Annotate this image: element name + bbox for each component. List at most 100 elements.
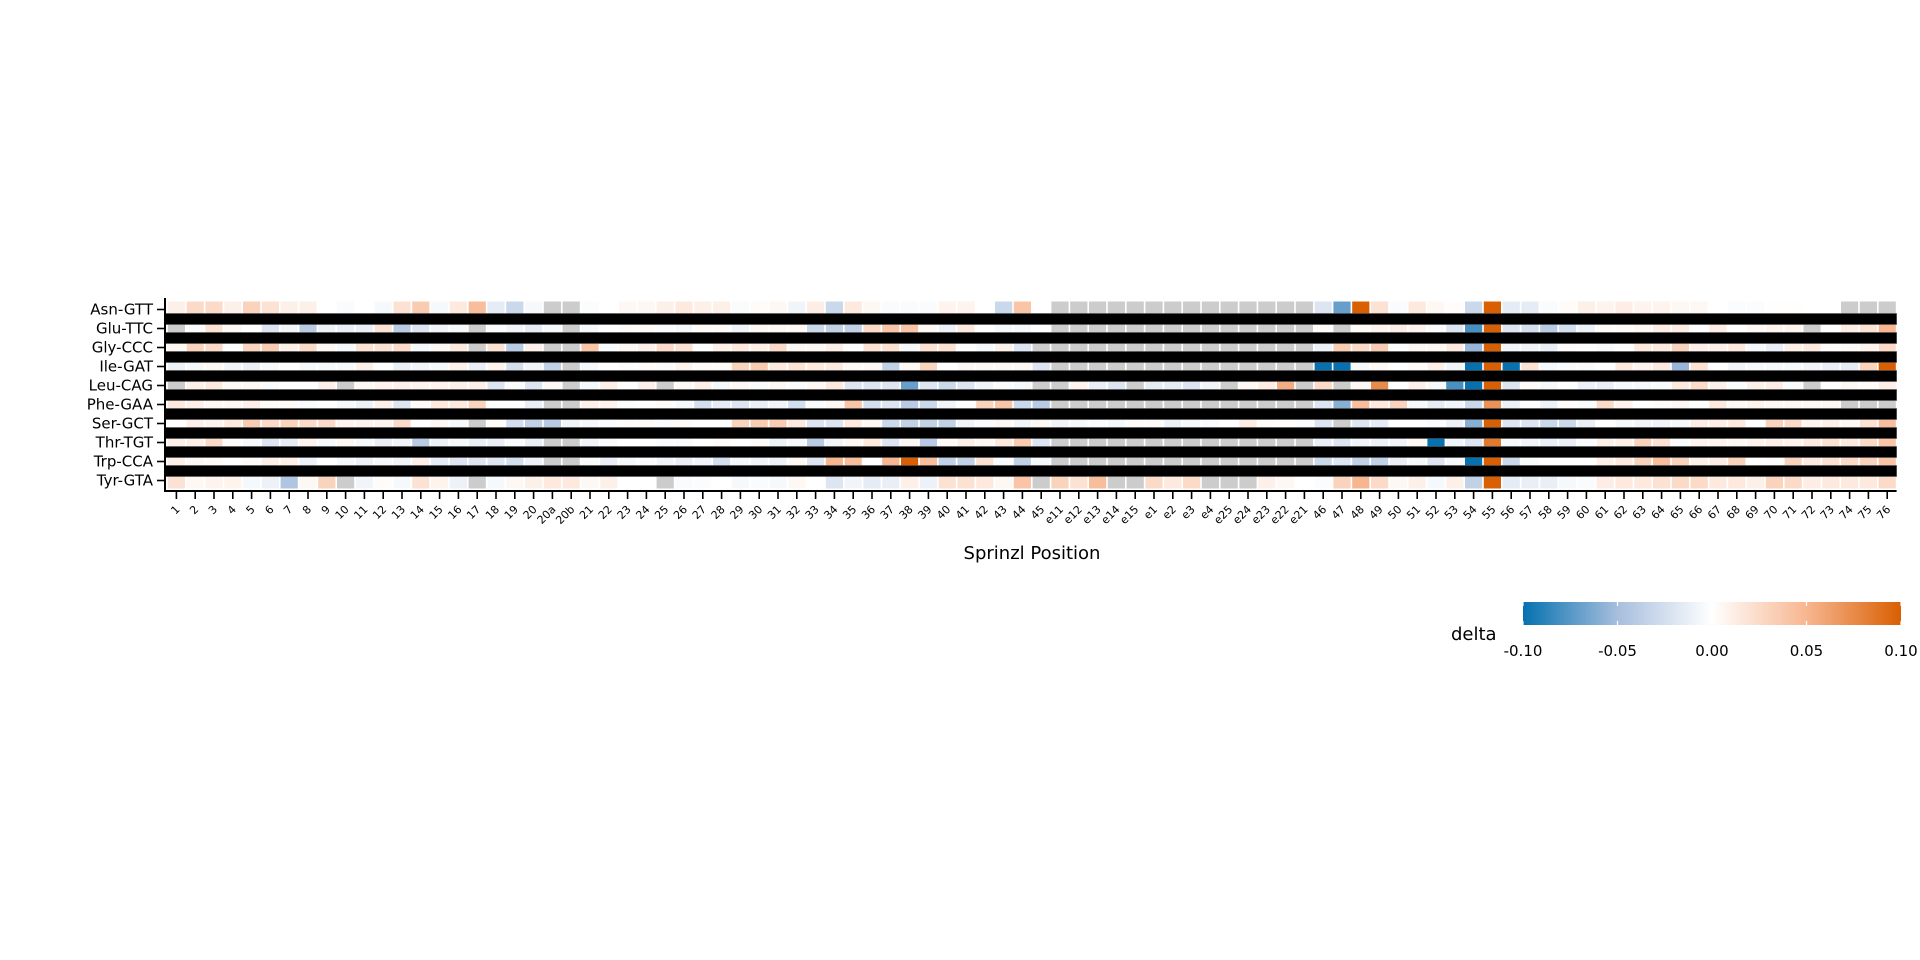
x-tick-label: 14 — [408, 503, 427, 522]
x-tick-label: 19 — [502, 503, 521, 522]
colorbar-tick-label: 0.10 — [1884, 642, 1917, 660]
x-tick-label: 11 — [351, 503, 370, 522]
row-separator — [164, 408, 1897, 420]
x-tick-label: 10 — [333, 503, 352, 522]
x-tick-label: 38 — [897, 503, 916, 522]
x-tick-label: 3 — [206, 503, 220, 517]
x-tick-label: 71 — [1780, 503, 1799, 522]
x-tick-label: e21 — [1287, 503, 1311, 527]
x-tick-label: 15 — [427, 503, 446, 522]
x-tick-label: 33 — [803, 503, 822, 522]
x-tick-label: 4 — [225, 503, 239, 517]
x-tick-label: 62 — [1611, 503, 1630, 522]
x-tick-label: 60 — [1573, 503, 1592, 522]
x-tick-label: 5 — [244, 503, 258, 517]
y-tick-label: Thr-TGT — [95, 434, 154, 452]
row-separator — [164, 332, 1897, 344]
x-tick-label: 49 — [1367, 503, 1386, 522]
y-tick-label: Asn-GTT — [90, 301, 154, 319]
x-tick-label: 64 — [1649, 503, 1668, 522]
x-tick-label: e15 — [1117, 503, 1141, 527]
x-tick-label: 40 — [934, 503, 953, 522]
x-tick-label: 65 — [1667, 503, 1686, 522]
colorbar-title: delta — [1451, 624, 1497, 645]
y-tick-label: Ser-GCT — [92, 415, 154, 433]
y-tick-label: Gly-CCC — [92, 339, 153, 357]
x-tick-label: 2 — [187, 503, 201, 517]
x-tick-label: 20b — [553, 503, 577, 527]
x-tick-label: 7 — [281, 503, 295, 517]
x-tick-label: 39 — [915, 503, 934, 522]
x-tick-label: 55 — [1479, 503, 1498, 522]
x-tick-label: 6 — [262, 503, 276, 517]
x-tick-label: e2 — [1160, 503, 1179, 522]
x-tick-label: 76 — [1874, 503, 1893, 522]
row-separator — [164, 446, 1897, 458]
axes — [157, 298, 1897, 499]
x-tick-label: 28 — [709, 503, 728, 522]
x-tick-label: 68 — [1724, 503, 1743, 522]
y-tick-label: Ile-GAT — [99, 358, 154, 376]
x-tick-label: 22 — [596, 503, 615, 522]
colorbar-gradient — [1523, 602, 1901, 625]
x-tick-label: 8 — [300, 503, 314, 517]
x-tick-label: 52 — [1423, 503, 1442, 522]
x-tick-label: e1 — [1141, 503, 1160, 522]
x-tick-label: 18 — [483, 503, 502, 522]
x-tick-label: 41 — [953, 503, 972, 522]
x-tick-label: 75 — [1855, 503, 1874, 522]
x-tick-label: 34 — [821, 503, 840, 522]
x-tick-label: 1 — [168, 503, 182, 517]
x-tick-label: 27 — [690, 503, 709, 522]
x-tick-label: e3 — [1179, 503, 1198, 522]
x-tick-label: 43 — [991, 503, 1010, 522]
x-tick-label: 69 — [1743, 503, 1762, 522]
x-tick-label: 32 — [784, 503, 803, 522]
x-tick-label: 35 — [840, 503, 859, 522]
x-tick-label: 36 — [859, 503, 878, 522]
x-tick-label: 61 — [1592, 503, 1611, 522]
x-tick-label: 37 — [878, 503, 897, 522]
y-tick-label: Phe-GAA — [87, 396, 154, 414]
row-separators — [164, 313, 1897, 477]
x-tick-label: 9 — [319, 503, 333, 517]
colorbar-tick-label: -0.05 — [1598, 642, 1637, 660]
x-tick-label: 30 — [746, 503, 765, 522]
x-tick-label: 56 — [1498, 503, 1517, 522]
x-tick-label: 53 — [1442, 503, 1461, 522]
x-tick-label: 12 — [370, 503, 389, 522]
x-axis-title: Sprinzl Position — [964, 543, 1101, 564]
x-tick-label: 63 — [1630, 503, 1649, 522]
x-tick-label: 72 — [1799, 503, 1818, 522]
x-tick-label: 58 — [1536, 503, 1555, 522]
x-tick-label: 73 — [1818, 503, 1837, 522]
row-separator — [164, 351, 1897, 363]
x-tick-label: 47 — [1329, 503, 1348, 522]
x-tick-label: 25 — [652, 503, 671, 522]
y-tick-labels: Asn-GTTGlu-TTCGly-CCCIle-GATLeu-CAGPhe-G… — [87, 301, 154, 490]
x-tick-label: 46 — [1310, 503, 1329, 522]
x-tick-label: 48 — [1348, 503, 1367, 522]
x-tick-label: 51 — [1404, 503, 1423, 522]
row-separator — [164, 427, 1897, 439]
x-tick-label: 13 — [389, 503, 408, 522]
x-tick-label: 29 — [727, 503, 746, 522]
x-tick-label: 59 — [1555, 503, 1574, 522]
x-tick-label: 26 — [671, 503, 690, 522]
x-tick-label: 17 — [464, 503, 483, 522]
x-tick-label: 70 — [1761, 503, 1780, 522]
x-tick-label: 21 — [577, 503, 596, 522]
colorbar-tick-label: 0.05 — [1790, 642, 1823, 660]
x-tick-label: 74 — [1837, 503, 1856, 522]
x-tick-label: 31 — [765, 503, 784, 522]
row-separator — [164, 389, 1897, 401]
y-tick-label: Leu-CAG — [89, 377, 153, 395]
y-tick-label: Glu-TTC — [96, 320, 153, 338]
x-tick-label: 44 — [1009, 503, 1028, 522]
x-tick-label: 23 — [615, 503, 634, 522]
colorbar-tick-label: 0.00 — [1695, 642, 1728, 660]
row-separator — [164, 465, 1897, 477]
